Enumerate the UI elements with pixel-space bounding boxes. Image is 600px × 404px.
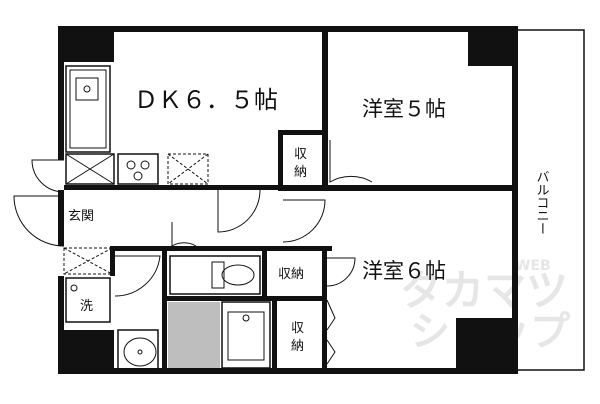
entrance-label: 玄関	[68, 209, 94, 224]
watermark-small: WEB	[515, 258, 551, 274]
bathroom-fixtures	[168, 301, 271, 369]
storage-label-1b: 納	[294, 165, 307, 180]
room-label-dk: ＤＫ６．５帖	[134, 86, 278, 114]
storage-label-2: 収納	[278, 267, 304, 282]
storage-label-3b: 納	[291, 339, 304, 354]
balcony-text: バルコニー	[534, 170, 550, 235]
balcony-label: バルコニー	[534, 170, 550, 235]
kitchen-fixtures	[65, 65, 209, 185]
room-label-western-6: 洋室６帖	[362, 259, 446, 283]
toilet-fixture	[169, 255, 261, 295]
doors	[13, 140, 373, 365]
storage-label-1a: 収	[294, 147, 307, 162]
outer-walls	[58, 26, 518, 374]
storage-label-3a: 収	[291, 321, 304, 336]
room-label-western-5: 洋室５帖	[362, 97, 446, 121]
watermark-line1: タカマツ	[400, 266, 568, 315]
wash-fixtures	[63, 247, 159, 371]
interior-walls	[58, 26, 518, 374]
washroom-label: 洗	[80, 299, 93, 314]
